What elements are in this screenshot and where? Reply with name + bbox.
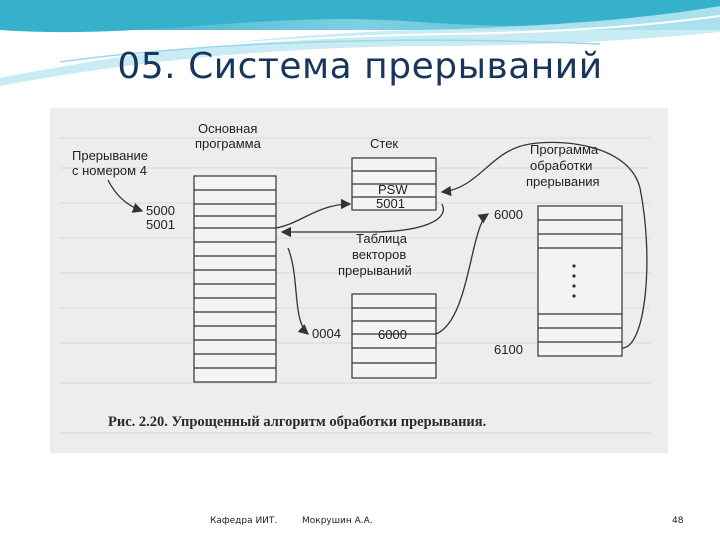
handler-addr-6000: 6000 <box>494 207 523 222</box>
main-program-label-1: Основная <box>198 121 257 136</box>
interrupt-label-2: с номером 4 <box>72 163 147 178</box>
slide-title: 05. Система прерываний <box>117 46 603 87</box>
stack-label: Стек <box>370 136 398 151</box>
push-to-stack-arrow <box>275 198 352 229</box>
stack-block <box>351 157 437 211</box>
handler-label-2: обработки <box>530 158 592 173</box>
handler-label-1: Программа <box>530 142 599 157</box>
interrupt-diagram-figure: Основная программа Прерывание с номером … <box>50 108 668 453</box>
footer-author: Мокрушин А.А. <box>302 516 373 526</box>
handler-program-block <box>537 205 623 357</box>
stack-5001: 5001 <box>376 196 405 211</box>
handler-return-arrow <box>440 141 648 349</box>
handler-ellipsis <box>572 264 576 298</box>
return-arrow <box>280 203 444 238</box>
header-decoration <box>0 0 720 86</box>
vector-table-label-2: векторов <box>352 247 406 262</box>
interrupt-label-1: Прерывание <box>72 148 148 163</box>
vector-lookup-arrow <box>287 247 309 335</box>
addr-5001: 5001 <box>146 217 175 232</box>
footer-department: Кафедра ИИТ. <box>210 516 278 526</box>
vector-table-label-3: прерываний <box>338 263 412 278</box>
interrupt-arrow <box>107 179 144 213</box>
interrupt-diagram: Основная программа Прерывание с номером … <box>60 121 650 434</box>
stack-psw: PSW <box>378 182 408 197</box>
footer-page-number: 48 <box>672 516 684 526</box>
handler-label-3: прерывания <box>526 174 600 189</box>
jump-to-handler-arrow <box>435 213 490 335</box>
vector-index: 0004 <box>312 326 341 341</box>
vector-table-label-1: Таблица <box>356 231 408 246</box>
vector-table-block <box>351 293 437 379</box>
main-program-label-2: программа <box>195 136 262 151</box>
addr-5000: 5000 <box>146 203 175 218</box>
main-program-block <box>193 175 277 383</box>
vector-value: 6000 <box>378 327 407 342</box>
handler-addr-6100: 6100 <box>494 342 523 357</box>
figure-caption: Рис. 2.20. Упрощенный алгоритм обработки… <box>108 414 486 430</box>
